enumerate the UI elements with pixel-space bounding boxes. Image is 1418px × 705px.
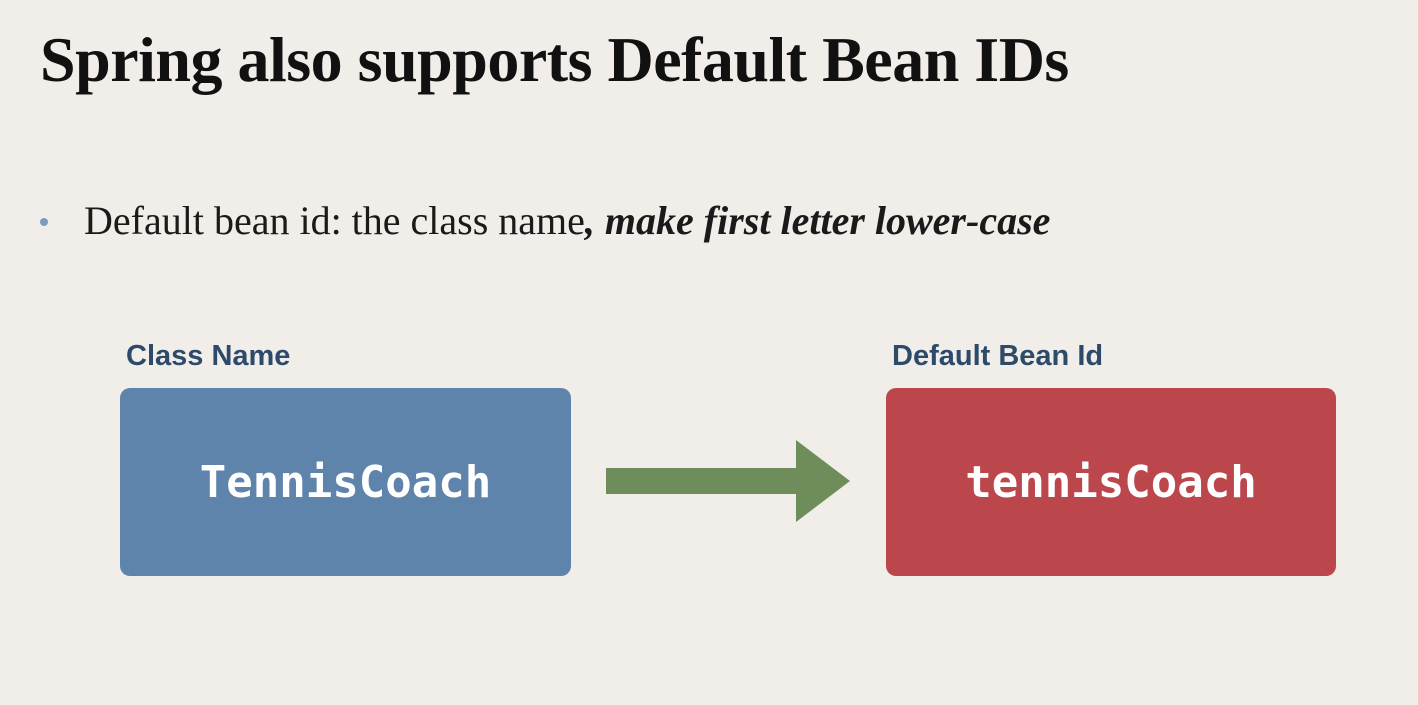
- class-name-label: Class Name: [126, 340, 291, 372]
- bullet-text: Default bean id: the class name: [84, 197, 585, 243]
- slide-title: Spring also supports Default Bean IDs: [40, 24, 1069, 95]
- class-name-value: TennisCoach: [199, 456, 492, 508]
- bullet-emphasis: , make first letter lower-case: [584, 197, 1051, 243]
- default-bean-id-value: tennisCoach: [965, 456, 1257, 508]
- bullet-dot-icon: [40, 218, 48, 226]
- default-bean-id-label: Default Bean Id: [892, 340, 1104, 372]
- default-bean-id-box: tennisCoach: [886, 388, 1336, 576]
- bullet-item: Default bean id: the class name, make fi…: [40, 190, 1050, 250]
- class-name-box: TennisCoach: [120, 388, 571, 576]
- right-arrow-icon: [606, 440, 850, 522]
